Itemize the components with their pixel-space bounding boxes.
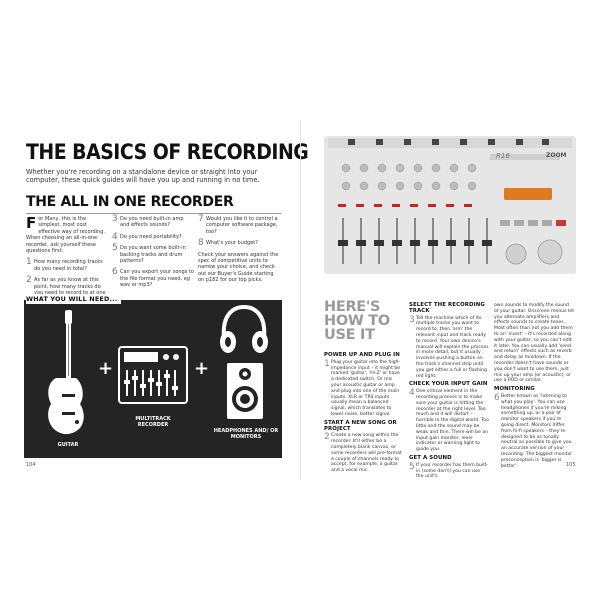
page-number: 104 xyxy=(26,462,36,468)
dropcap: F xyxy=(26,214,37,232)
step-text: own sounds to modify the sound of your g… xyxy=(494,303,574,384)
question-number: 6 xyxy=(112,267,118,278)
question-text: What's your budget? xyxy=(206,240,258,247)
steps-column-3: own sounds to modify the sound of your g… xyxy=(494,300,574,469)
what-you-need-label: WHAT YOU WILL NEED... xyxy=(26,294,122,304)
right-page: R16 ZOOM HERE'S HOW TO USE IT POWER UP A… xyxy=(324,128,576,479)
guitar-icon xyxy=(48,310,84,435)
question-number: 3 xyxy=(112,214,118,224)
closing-text: Check your answers against the spec of c… xyxy=(198,251,279,284)
step-heading: START A NEW SONG OR PROJECT xyxy=(324,419,397,432)
step-heading: CHECK YOUR INPUT GAIN xyxy=(409,381,488,388)
step-heading: MONITORING xyxy=(494,386,535,393)
question-text: Would you like it to control a computer … xyxy=(206,216,278,235)
step-number: 3 xyxy=(409,314,415,325)
step-number: 4 xyxy=(409,388,415,399)
device-logo: ZOOM xyxy=(546,152,567,159)
step-text: One critical element in the recording pr… xyxy=(416,389,489,453)
question-number: 8 xyxy=(198,238,204,249)
multitrack-recorder-icon xyxy=(118,346,188,404)
intro-paragraph: F or Many, this is the simplest, most co… xyxy=(26,214,108,255)
step-heading: GET A SOUND xyxy=(409,454,452,461)
question-text: Do you need built-in amp and effects sou… xyxy=(120,216,184,229)
page-gutter xyxy=(300,120,301,480)
step-text: Plug your guitar into the high-impedance… xyxy=(331,359,401,417)
question-number: 1 xyxy=(26,257,32,268)
step-paragraph: own sounds to modify the sound of your g… xyxy=(494,303,574,384)
step-number: 1 xyxy=(324,358,330,369)
intro-text: Whether you're recording on a standalone… xyxy=(26,168,260,185)
equipment-panel: GUITAR + MULTITRACK RECORDER + xyxy=(24,300,282,458)
question-text: Can you export your songs to the file fo… xyxy=(120,269,194,289)
page-title: THE BASICS OF RECORDING xyxy=(26,140,309,164)
how-to-title: HERE'S HOW TO USE IT xyxy=(324,299,390,343)
question-text: How many recording tracks do you need in… xyxy=(34,259,103,272)
question-number: 4 xyxy=(112,231,118,242)
step-text: Tell the machine which of its multiple t… xyxy=(416,315,489,379)
section-title: THE ALL IN ONE RECORDER xyxy=(26,194,234,210)
step-text: If your recorder has them built-in (some… xyxy=(416,462,488,480)
page-number: 105 xyxy=(566,462,576,468)
section-divider xyxy=(26,213,281,214)
step-text: Create a new song within the recorder. I… xyxy=(331,433,402,474)
multitrack-recorder-photo xyxy=(324,136,576,274)
question-number: 7 xyxy=(198,214,204,224)
question-number: 5 xyxy=(112,243,118,254)
step-number: 6 xyxy=(494,392,500,403)
step-text: Better known as 'listening to what you p… xyxy=(501,393,573,469)
plus-sign: + xyxy=(194,358,210,379)
closing-paragraph: Check your answers against the spec of c… xyxy=(198,252,280,284)
headphones-caption: HEADPHONES AND/ OR MONITORS xyxy=(213,428,279,440)
step-heading: POWER UP AND PLUG IN xyxy=(324,352,400,358)
guitar-caption: GUITAR xyxy=(57,442,79,448)
question-text: Do you need portability? xyxy=(120,233,182,240)
device-brand-label: R16 xyxy=(496,152,510,160)
monitor-speaker-icon xyxy=(227,363,263,419)
step-number: 5 xyxy=(409,461,415,472)
step-heading: SELECT THE RECORDING TRACK xyxy=(409,302,485,314)
recorder-caption: MULTITRACK RECORDER xyxy=(135,416,171,428)
questions-column-1: F or Many, this is the simplest, most co… xyxy=(26,216,108,308)
headphones-icon xyxy=(220,304,268,353)
question-number: 2 xyxy=(26,275,32,286)
step-number: 2 xyxy=(324,432,330,443)
question-text: Do you want some built-in backing tracks… xyxy=(120,245,186,265)
left-page: THE BASICS OF RECORDING Whether you're r… xyxy=(20,128,309,474)
plus-sign: + xyxy=(98,358,114,379)
intro-paragraph-text: or Many, this is the simplest, most cost… xyxy=(26,216,105,255)
